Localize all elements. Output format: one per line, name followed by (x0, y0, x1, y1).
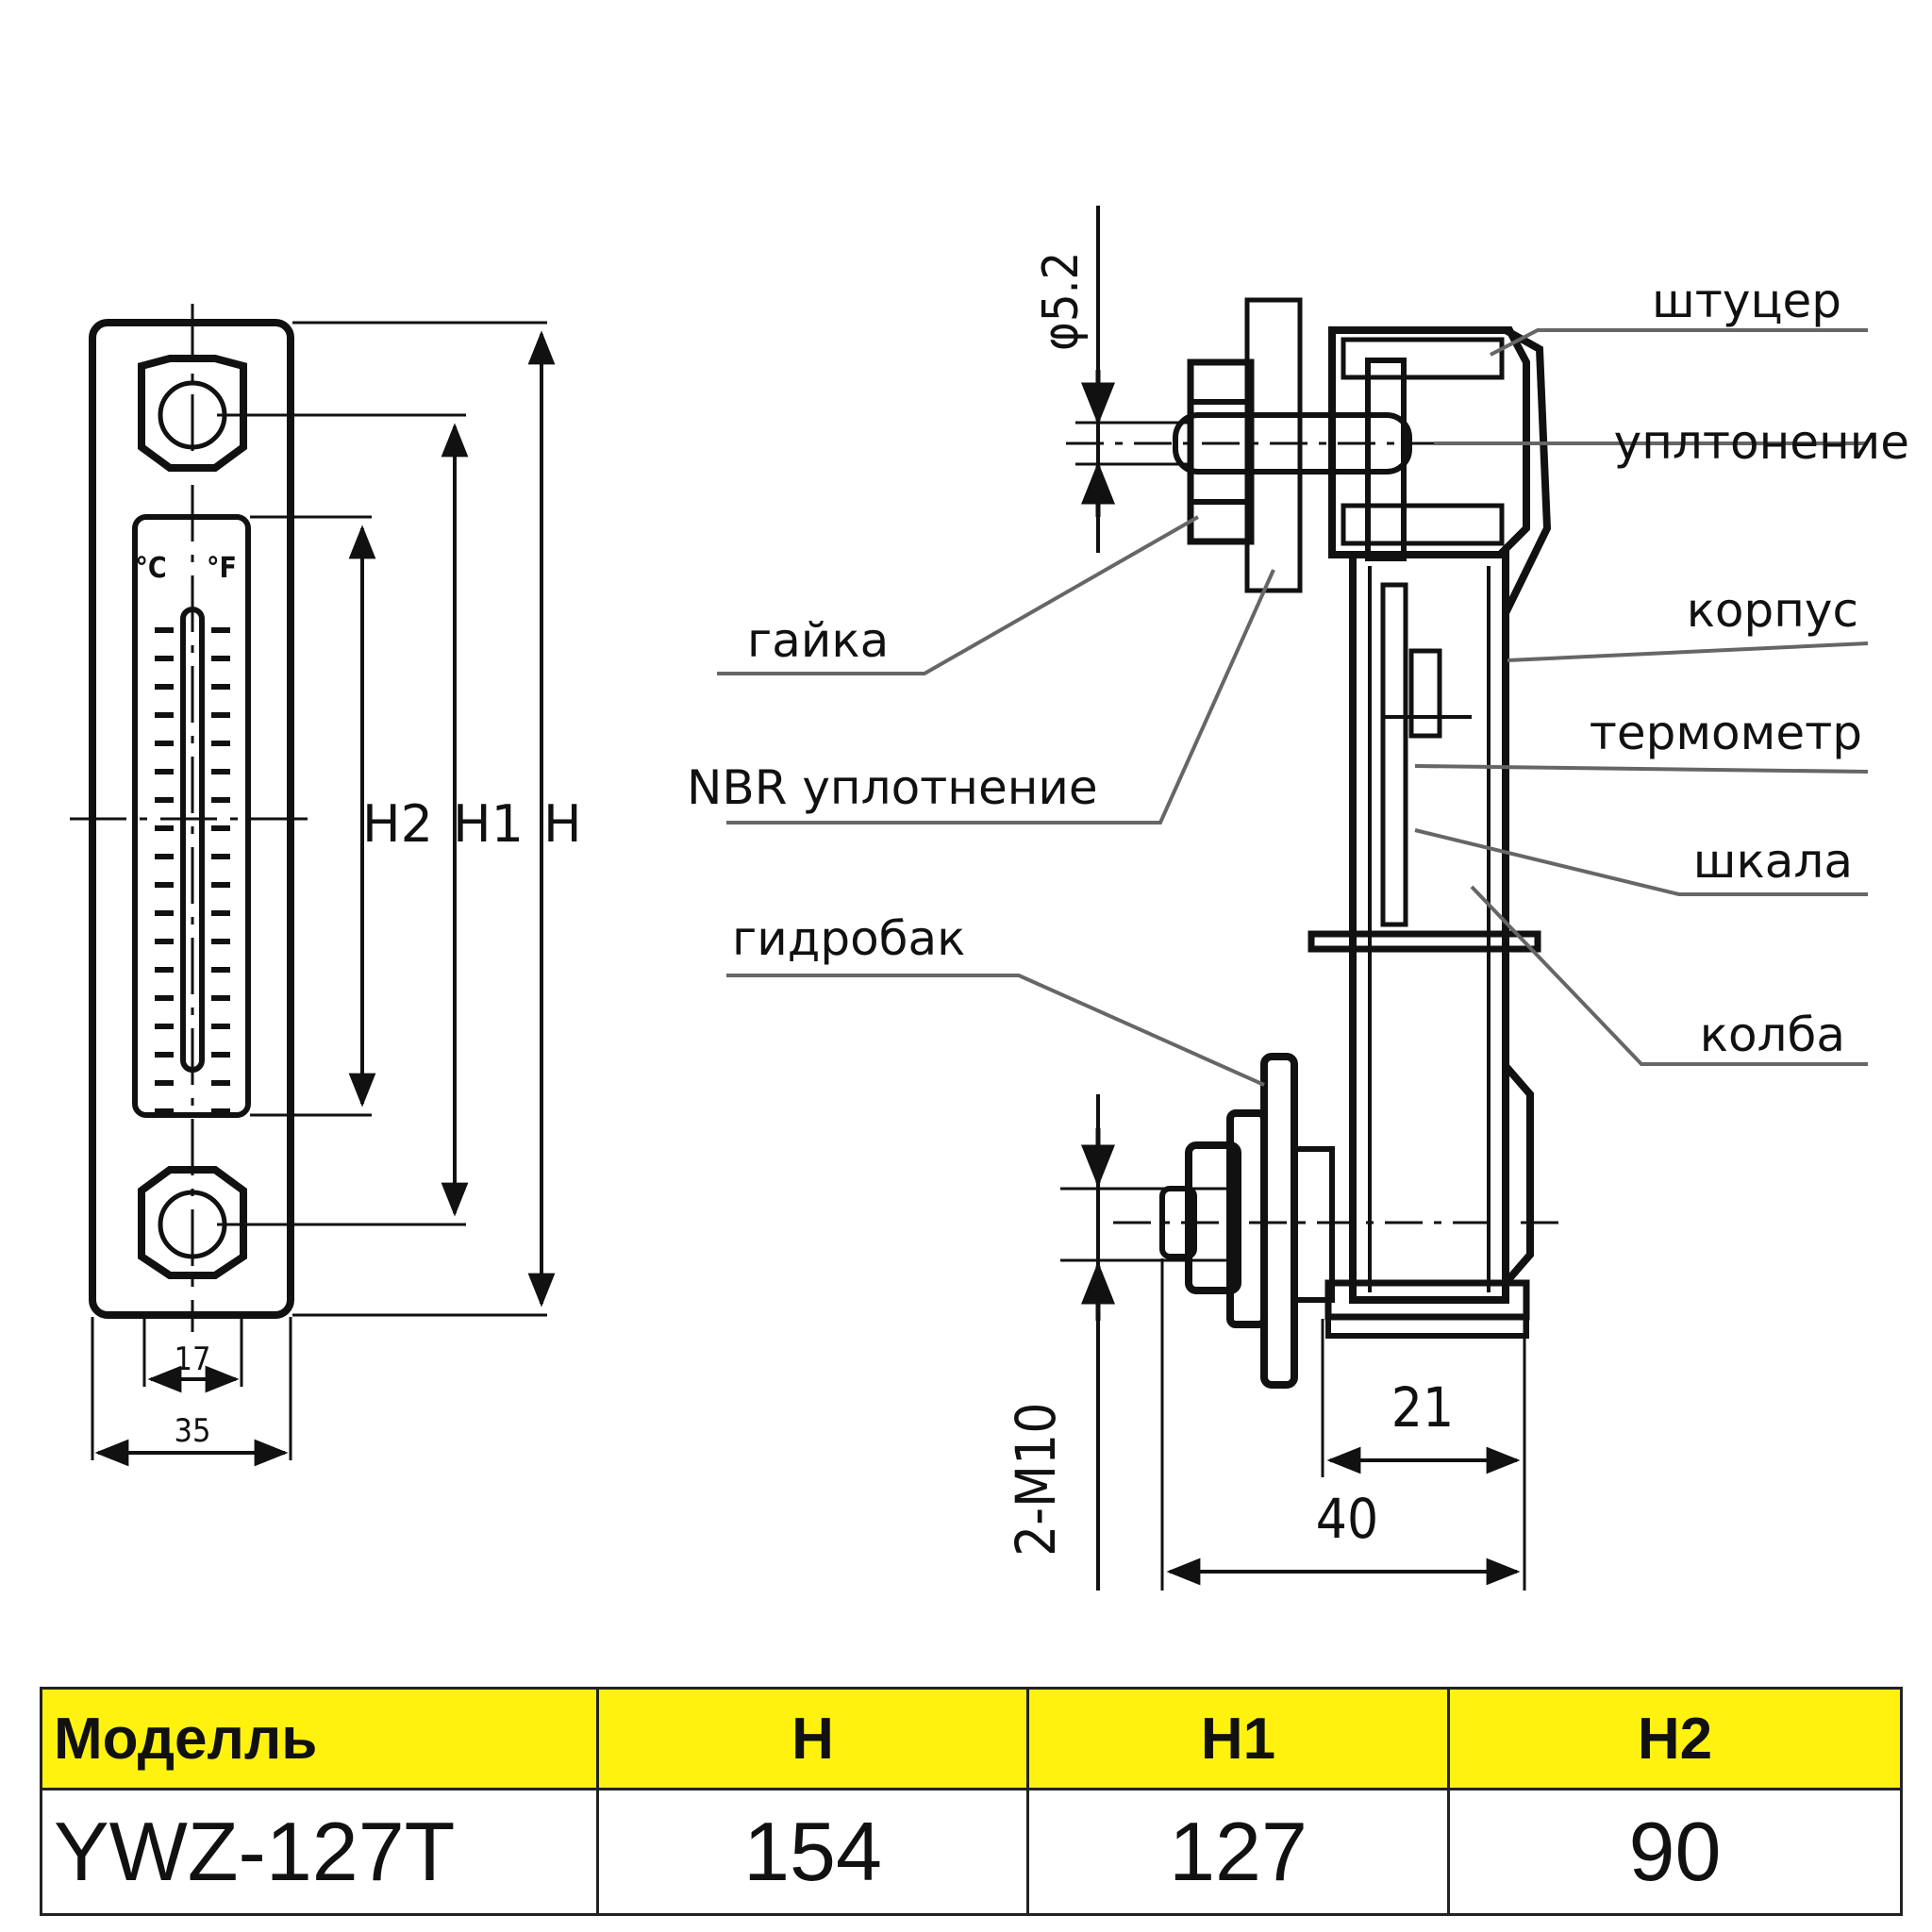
side-housing (1349, 551, 1509, 1304)
front-view: °C °F H2 H1 H 17 35 (70, 304, 582, 1467)
callout-nut: гайка (747, 613, 889, 668)
label-h1: H1 (453, 794, 524, 854)
top-hex-nut (138, 355, 247, 472)
scale-ticks (155, 627, 230, 1114)
thermometer-tube (180, 607, 205, 1073)
label-h2: H2 (362, 794, 433, 854)
callout-thermometer: термометр (1590, 706, 1862, 760)
header-model: Моделль (40, 1687, 599, 1790)
header-h: H (596, 1687, 1029, 1790)
side-thermometer (1380, 582, 1408, 927)
dim-17: 17 (175, 1341, 211, 1378)
bottom-flange (1260, 1053, 1298, 1389)
mid-plate (1307, 930, 1541, 953)
top-nut (1187, 358, 1255, 545)
cell-h: 154 (596, 1788, 1029, 1916)
bottom-nut (1185, 1141, 1241, 1294)
header-h1: H1 (1026, 1687, 1450, 1790)
dim-35: 35 (175, 1412, 211, 1450)
scale-unit-fahrenheit: °F (207, 552, 237, 585)
callout-fitting: штуцер (1652, 274, 1841, 328)
callout-scale: шкала (1693, 834, 1853, 889)
spec-table: Моделль H H1 H2 YWZ-127T 154 127 90 (40, 1687, 1903, 1916)
cell-h1: 127 (1026, 1788, 1450, 1916)
technical-drawing: °C °F H2 H1 H 17 35 (70, 206, 1909, 1591)
table-row: YWZ-127T 154 127 90 (40, 1788, 1903, 1916)
cell-model: YWZ-127T (40, 1788, 599, 1916)
callout-tank: гидробак (732, 911, 965, 966)
label-h: H (543, 794, 582, 854)
header-h2: H2 (1447, 1687, 1903, 1790)
dim-21: 21 (1391, 1375, 1454, 1440)
dim-40: 40 (1316, 1487, 1378, 1551)
bottom-hex-nut (138, 1166, 247, 1279)
table-header-row: Моделль H H1 H2 (40, 1687, 1903, 1790)
cell-h2: 90 (1447, 1788, 1903, 1916)
dim-hole-diameter: φ5.2 (1033, 252, 1090, 351)
callout-bulb: колба (1700, 1008, 1845, 1062)
tank-wall (1244, 297, 1303, 593)
side-view: φ5.2 2-M10 21 40 штуцер уплтонение корпу… (687, 206, 1909, 1591)
dim-thread: 2-M10 (1004, 1403, 1068, 1557)
scale-unit-celsius: °C (135, 552, 166, 585)
callout-body: корпус (1687, 583, 1858, 638)
callout-nbr-seal: NBR уплотнение (687, 760, 1098, 815)
callout-seal: уплтонение (1614, 415, 1909, 470)
